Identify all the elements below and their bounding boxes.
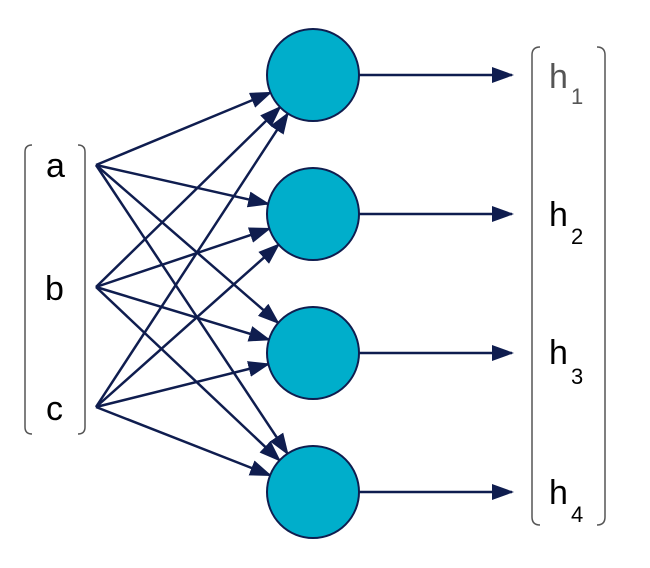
output-label-h4: h 4 [549,474,583,527]
connection-edges [94,91,289,477]
edge-b-to-node-4 [95,286,282,462]
output-label-h4-base: h [549,474,568,512]
edge-c-to-node-1 [94,111,289,408]
edge-c-to-node-2 [95,243,281,408]
input-label-a: a [46,147,65,185]
edge-c-to-node-4 [95,405,273,477]
output-vector-bracket [531,46,606,526]
edge-a-to-node-3 [95,164,280,325]
edge-b-to-node-2 [95,227,272,289]
edge-a-to-node-2 [95,163,271,208]
hidden-nodes [266,28,360,539]
output-label-h3-sub: 3 [571,364,583,389]
output-arrows [359,67,514,500]
output-label-h3: h 3 [549,334,583,389]
input-label-c: c [46,390,63,428]
output-label-h1-sub: 1 [571,84,583,109]
input-vector-bracket [24,144,86,435]
edge-b-to-node-3 [95,285,271,342]
hidden-node-1 [266,28,360,122]
output-label-h2-base: h [549,196,568,234]
hidden-node-4 [266,445,360,539]
output-label-h1-base: h [549,58,568,96]
output-label-h1: h 1 [549,58,583,109]
output-label-h2-sub: 2 [571,224,583,249]
edge-a-to-node-4 [94,164,289,456]
output-label-h2: h 2 [549,196,583,249]
output-label-h4-sub: 4 [571,502,583,527]
hidden-node-3 [266,306,360,400]
edge-c-to-node-3 [95,361,271,409]
input-label-b: b [45,270,64,308]
output-label-h3-base: h [549,334,568,372]
hidden-node-2 [266,167,360,261]
edge-b-to-node-1 [95,105,282,288]
edge-a-to-node-1 [95,91,273,167]
